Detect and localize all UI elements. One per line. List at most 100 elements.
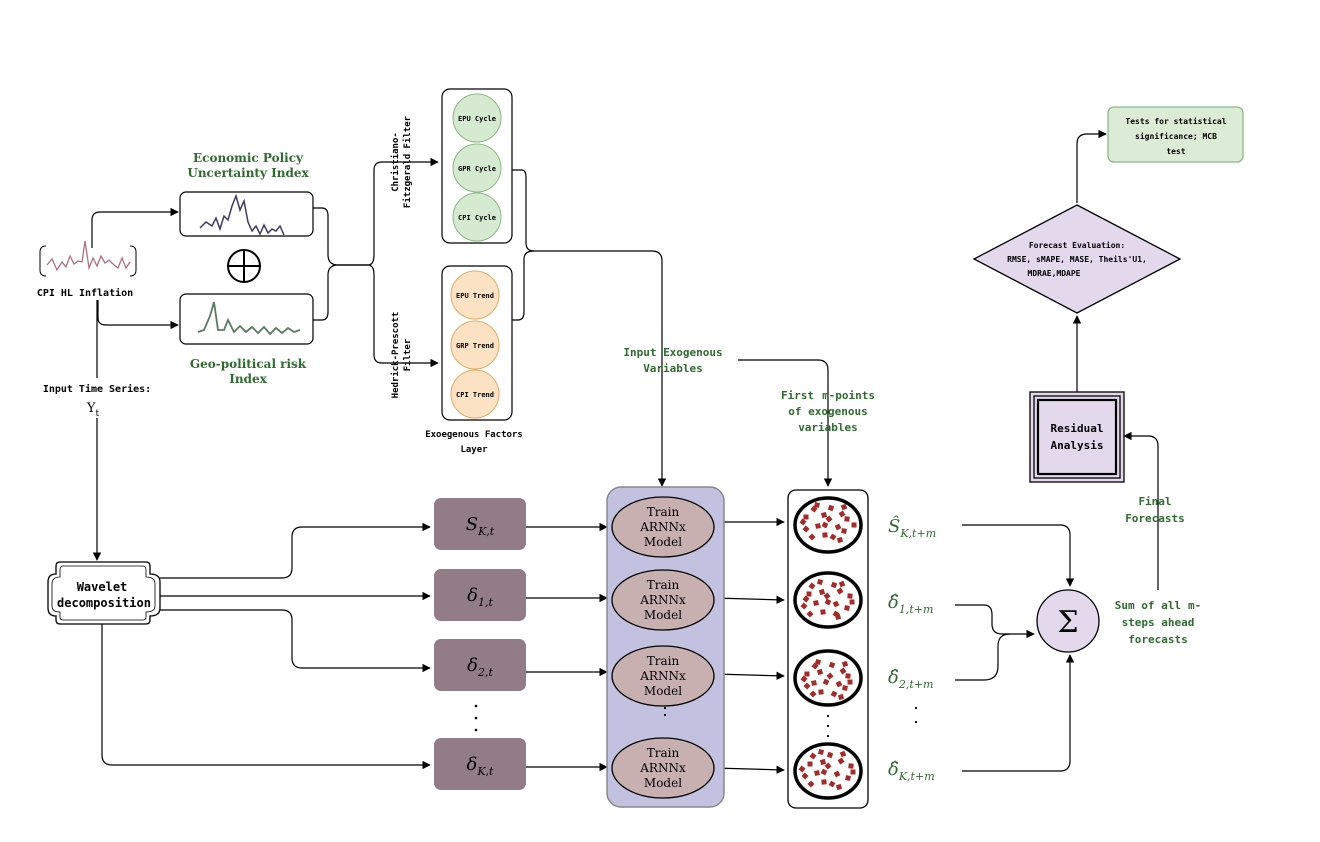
svg-text:δ1,t: δ1,t bbox=[467, 585, 493, 609]
wavelet-label-line1: Wavelet bbox=[77, 580, 128, 594]
exogenous-point bbox=[818, 588, 826, 596]
exogenous-point bbox=[824, 598, 832, 606]
svg-text:Train: Train bbox=[647, 746, 680, 760]
exogenous-point bbox=[819, 758, 827, 766]
exogenous-point bbox=[838, 580, 846, 588]
exogenous-point bbox=[826, 751, 834, 759]
exogenous-point bbox=[830, 581, 838, 589]
svg-text:CPI Cycle: CPI Cycle bbox=[458, 214, 496, 222]
svg-text:GRP Trend: GRP Trend bbox=[456, 342, 494, 350]
svg-text:Model: Model bbox=[644, 535, 682, 549]
svg-text:Forecast Evaluation:: Forecast Evaluation: bbox=[1029, 240, 1125, 250]
forecast-s-kt-m: ŜK,t+m bbox=[888, 514, 936, 540]
epu-sparkline bbox=[199, 193, 285, 236]
exogenous-point bbox=[809, 752, 817, 760]
svg-text:Tests for statistical: Tests for statistical bbox=[1125, 116, 1226, 126]
arnnx-model-4: Train ARNNx Model bbox=[611, 737, 715, 799]
svg-text:δK,t: δK,t bbox=[467, 754, 495, 778]
exogenous-point bbox=[818, 689, 824, 695]
sum-label-line3: forecasts bbox=[1128, 633, 1188, 646]
exogenous-point bbox=[850, 769, 856, 775]
exogenous-point bbox=[839, 750, 847, 758]
exogenous-point bbox=[821, 521, 829, 529]
first-points-label-line3: variables bbox=[798, 421, 858, 434]
component-ellipsis bbox=[474, 704, 478, 732]
exogenous-point bbox=[836, 587, 844, 595]
exogenous-point bbox=[827, 504, 835, 512]
trend-item-grp: GRP Trend bbox=[450, 320, 500, 370]
component-box-s-kt: SK,t bbox=[434, 498, 526, 550]
exogenous-point bbox=[799, 518, 807, 526]
exogenous-point bbox=[826, 672, 834, 680]
cf-filter-label-line1: Christiano- bbox=[390, 132, 401, 192]
svg-text:Model: Model bbox=[644, 776, 682, 790]
exogenous-point bbox=[820, 768, 828, 776]
exogenous-point bbox=[833, 770, 841, 778]
exogenous-point bbox=[821, 779, 827, 785]
exogenous-point bbox=[813, 600, 819, 606]
exogenous-point bbox=[807, 761, 813, 767]
exogenous-point bbox=[837, 693, 845, 701]
exogenous-point bbox=[801, 772, 809, 780]
exogenous-point bbox=[836, 536, 844, 544]
sum-label-line2: steps ahead bbox=[1122, 616, 1195, 629]
svg-text:EPU Trend: EPU Trend bbox=[456, 292, 494, 300]
epu-title-line1: Economic Policy bbox=[193, 151, 304, 165]
epu-title-line2: Uncertainty Index bbox=[187, 166, 309, 180]
exogenous-dots-2 bbox=[793, 571, 863, 629]
cpi-label: CPI HL Inflation bbox=[37, 287, 133, 299]
cf-filter-label-line2: Fitzgerald Filter bbox=[402, 115, 413, 208]
input-series-label: Input Time Series: bbox=[43, 383, 151, 395]
exogenous-point bbox=[825, 515, 833, 523]
exogenous-point bbox=[815, 523, 821, 529]
arnnx-model-1: Train ARNNx Model bbox=[611, 496, 715, 558]
exogenous-point bbox=[814, 658, 822, 666]
oplus-symbol bbox=[227, 249, 261, 283]
exogenous-point bbox=[845, 775, 851, 781]
svg-text:GPR Cycle: GPR Cycle bbox=[458, 165, 496, 173]
exogenous-layer-label-line2: Layer bbox=[460, 445, 488, 455]
component-box-delta-kt: δK,t bbox=[434, 738, 526, 790]
component-box-delta-2t: δ2,t bbox=[434, 639, 526, 691]
svg-text:MDRAE,MDAPE: MDRAE,MDAPE bbox=[1028, 269, 1081, 278]
exogenous-point bbox=[806, 610, 814, 618]
exogenous-point bbox=[849, 599, 855, 605]
residual-analysis-box: Residual Analysis bbox=[1029, 391, 1125, 483]
hp-filter-label-line1: Hedrick-Prescott bbox=[390, 312, 401, 399]
exogenous-point bbox=[816, 578, 824, 586]
input-exogenous-label-line1: Input Exogenous bbox=[623, 346, 722, 359]
gpr-index-box bbox=[179, 293, 314, 345]
exogenous-point bbox=[800, 675, 808, 683]
exogenous-point bbox=[808, 582, 816, 590]
wavelet-decomposition-box bbox=[47, 561, 161, 625]
exogenous-point bbox=[835, 680, 843, 688]
forecast-delta-kt-m: δ̂K,t+m bbox=[888, 759, 935, 783]
exogenous-point bbox=[824, 762, 832, 770]
exogenous-point bbox=[841, 660, 849, 668]
exogenous-point bbox=[817, 748, 825, 756]
exogenous-point bbox=[830, 690, 838, 698]
cpi-sparkline bbox=[39, 240, 137, 277]
exogenous-dots-1 bbox=[793, 496, 863, 554]
exogenous-point bbox=[842, 685, 848, 691]
gpr-sparkline bbox=[197, 301, 301, 336]
svg-text:Analysis: Analysis bbox=[1051, 439, 1104, 452]
forecast-ellipsis bbox=[914, 706, 918, 724]
exogenous-point bbox=[851, 522, 857, 528]
exogenous-point bbox=[814, 770, 820, 776]
exogenous-point bbox=[835, 783, 843, 791]
exogenous-point bbox=[837, 757, 845, 765]
exogenous-point bbox=[798, 765, 806, 773]
forecast-delta-2t-m: δ̂2,t+m bbox=[888, 667, 933, 691]
sigma-icon: Σ bbox=[1057, 605, 1078, 640]
exogenous-point bbox=[811, 680, 817, 686]
svg-text:δ2,t: δ2,t bbox=[467, 655, 493, 679]
exogenous-point bbox=[848, 763, 854, 769]
exogenous-point bbox=[820, 609, 826, 615]
gpr-title-line1: Geo-political risk bbox=[190, 357, 307, 371]
exogenous-point bbox=[800, 602, 808, 610]
exogenous-point bbox=[809, 690, 817, 698]
arnnx-model-3: Train ARNNx Model bbox=[611, 645, 715, 707]
